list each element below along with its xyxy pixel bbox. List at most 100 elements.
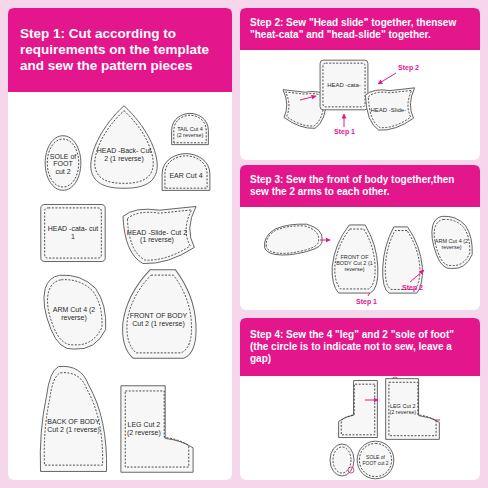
cut-line xyxy=(40,366,106,471)
text-area: HEAD -cata- xyxy=(323,63,365,106)
step-heading: Step 4: Sew the 4 "leg" and 2 "sole of f… xyxy=(240,318,480,376)
gap-circle xyxy=(348,467,354,473)
text-area: HEAD -cata- cut 1 xyxy=(45,208,101,258)
text-area: HEAD -Slide- Cut 2 (1 reverse) xyxy=(126,214,187,259)
cut-line xyxy=(357,441,394,479)
ear-piece: EAR Cut 4 xyxy=(160,152,212,192)
cut-line xyxy=(162,154,210,191)
piece-label: SOLE of FOOT cut 2 xyxy=(361,455,389,466)
text-area: BACK OF BODY Cut 2 (1 reverse) xyxy=(44,385,104,467)
cut-line xyxy=(91,106,157,189)
arm-piece: ARM Cut 4 (2 reverse) xyxy=(428,214,475,272)
piece-label: LEG Cut 2 (2 reverse) xyxy=(124,421,163,436)
head-cata-piece: HEAD -cata- cut 1 xyxy=(38,202,108,264)
panel-ground xyxy=(8,8,232,480)
seam-line xyxy=(389,382,436,435)
text-area: HEAD -Slide- xyxy=(368,93,409,126)
step-arrow xyxy=(410,270,424,282)
seam-line xyxy=(47,139,78,187)
step-arrow xyxy=(344,114,345,127)
piece-label: FRONT OF BODY Cut 2 (1 reverse) xyxy=(126,312,191,327)
text-area: LEG Cut 2 (2 reverse) xyxy=(388,383,417,436)
text-area: FRONT OF BODY Cut 2 (1 reverse) xyxy=(334,237,374,290)
seam-line xyxy=(44,373,102,465)
step-arrow xyxy=(365,400,378,401)
step-panel: Step 4: Sew the 4 "leg" and 2 "sole of f… xyxy=(240,318,480,480)
piece-label: HEAD -Back- Cut 2 (1 reverse) xyxy=(97,147,152,162)
seam-line xyxy=(385,231,420,290)
piece-label: EAR Cut 4 xyxy=(169,172,202,180)
seam-line xyxy=(341,384,374,435)
seam-line xyxy=(286,92,325,126)
piece-label: HEAD -cata- xyxy=(327,82,361,89)
seam-line xyxy=(335,229,375,289)
sole-piece xyxy=(330,444,354,476)
step-arrow xyxy=(378,73,396,84)
seam-line xyxy=(45,208,102,258)
head-slide-piece: HEAD -Slide- Cut 2 (1 reverse) xyxy=(118,204,201,266)
cut-line xyxy=(365,88,414,130)
seam-line xyxy=(165,156,207,188)
text-area: LEG Cut 2 (2 reverse) xyxy=(124,391,163,466)
back-body-piece: BACK OF BODY Cut 2 (1 reverse) xyxy=(36,362,111,476)
panel-ground xyxy=(240,318,480,480)
cut-line xyxy=(121,386,193,472)
seam-line xyxy=(266,226,318,254)
piece-label: ARM Cut 4 (2 reverse) xyxy=(47,306,102,321)
seam-line xyxy=(127,275,192,353)
piece-label: BACK OF BODY Cut 2 (1 reverse) xyxy=(44,418,104,433)
seam-line xyxy=(359,443,391,476)
cut-line xyxy=(123,270,197,358)
cut-line xyxy=(123,206,196,263)
cut-line xyxy=(41,204,105,261)
tail-piece: TAIL Cut 4 (2 reverse) xyxy=(170,112,210,146)
header-band xyxy=(240,8,480,50)
head-cata-piece: HEAD -cata- xyxy=(318,58,370,112)
text-area: SOLE of FOOT cut 2 xyxy=(49,147,76,182)
piece-label: FRONT OF BODY Cut 2 (1 reverse) xyxy=(334,254,374,272)
step-arrow xyxy=(320,240,330,241)
piece-label: LEG Cut 2 (2 reverse) xyxy=(388,403,417,415)
front-body-piece: FRONT OF BODY Cut 2 (1 reverse) xyxy=(328,222,381,296)
seam-line xyxy=(174,115,206,143)
text-area: TAIL Cut 4 (2 reverse) xyxy=(174,120,206,144)
seam-line xyxy=(48,280,103,345)
step-panel: Step 3: Sew the front of body together,t… xyxy=(240,165,480,310)
cut-line xyxy=(432,216,472,268)
step-callout: Step 2 xyxy=(402,284,423,291)
cut-line xyxy=(172,113,209,144)
text-area: HEAD -Back- Cut 2 (1 reverse) xyxy=(97,126,152,183)
cut-line xyxy=(44,275,106,349)
sole-piece: SOLE of FOOT cut 2 xyxy=(356,440,395,480)
head-slide-piece: HEAD -Slide- xyxy=(362,86,418,132)
seam-line xyxy=(368,90,411,127)
header-band xyxy=(8,8,232,92)
seam-line xyxy=(323,63,365,107)
sole-piece: SOLE of FOOT cut 2 xyxy=(44,134,82,192)
seam-line xyxy=(434,219,470,265)
front-body-piece: FRONT OF BODY Cut 2 (1 reverse) xyxy=(116,266,201,362)
seam-line xyxy=(95,111,153,184)
piece-label: ARM Cut 4 (2 reverse) xyxy=(434,238,470,250)
text-area: SOLE of FOOT cut 2 xyxy=(361,449,389,473)
leg-piece: LEG Cut 2 (2 reverse) xyxy=(116,382,198,476)
text-area: EAR Cut 4 xyxy=(165,162,207,190)
leg-piece: LEG Cut 2 (2 reverse) xyxy=(382,376,443,442)
cut-line xyxy=(332,225,378,293)
piece-label: SOLE of FOOT cut 2 xyxy=(49,153,76,176)
cut-line xyxy=(320,60,368,110)
leg-piece xyxy=(339,380,378,437)
panel-ground xyxy=(240,165,480,310)
step-heading: Step 2: Sew "Head slide" together, thens… xyxy=(240,8,480,50)
step-panel: Step 2: Sew "Head slide" together, thens… xyxy=(240,8,480,160)
step-arrow xyxy=(300,96,316,100)
step-callout: Step 1 xyxy=(356,298,377,305)
piece-label: TAIL Cut 4 (2 reverse) xyxy=(174,126,206,138)
step-panel: Step 1: Cut according to requirements on… xyxy=(8,8,232,480)
step-callout: Step 1 xyxy=(334,128,355,135)
front-body-piece xyxy=(383,227,423,293)
header-band xyxy=(240,165,480,207)
arm-piece xyxy=(264,224,322,255)
cut-line xyxy=(386,379,440,440)
text-area: ARM Cut 4 (2 reverse) xyxy=(434,222,470,265)
